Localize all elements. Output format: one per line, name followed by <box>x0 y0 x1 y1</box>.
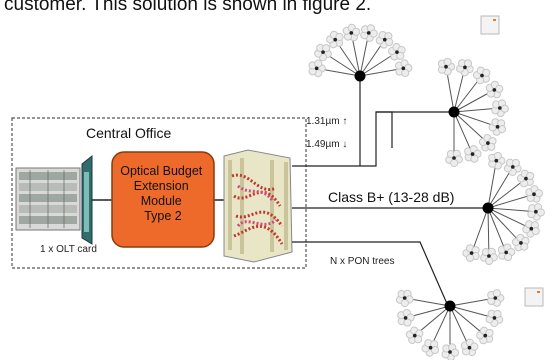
splitter-hub <box>482 202 494 214</box>
olt-label: 1 x OLT card <box>40 244 97 255</box>
customer-node-icon <box>497 243 516 262</box>
customer-node-icon <box>464 145 482 163</box>
optical-fiber-panel-icon <box>223 149 293 263</box>
customer-node-icon <box>525 185 543 203</box>
tree-branch <box>487 160 497 209</box>
module-box <box>111 151 215 248</box>
customer-node-icon <box>488 118 507 136</box>
customer-node-icon <box>488 151 506 170</box>
home-icon <box>480 15 500 35</box>
customer-node-icon <box>511 233 530 252</box>
pon-trees-label: N x PON trees <box>330 256 394 267</box>
tree-branch <box>449 305 495 319</box>
customer-node-icon <box>460 338 479 357</box>
olt-card-icon <box>81 154 93 245</box>
caption-text: customer. This solution is shown in figu… <box>4 0 372 15</box>
customer-node-icon <box>314 43 332 62</box>
customer-node-icon <box>503 158 522 177</box>
customer-node-icon <box>522 220 540 238</box>
customer-node-icon <box>456 59 474 77</box>
customer-node-icon <box>437 57 456 76</box>
svg-text:Optical Budget Extension: Optical Budget Extension Module Type 2 <box>120 164 205 223</box>
customer-node-icon <box>360 24 378 42</box>
customer-node-icon <box>485 309 504 328</box>
class-label: Class B+ (13-28 dB) <box>328 189 454 205</box>
splitter-hub <box>448 106 460 118</box>
tree-branch <box>487 166 514 209</box>
tree-branch <box>453 111 489 144</box>
customer-node-icon <box>308 59 326 78</box>
pon-trees <box>308 23 545 360</box>
customer-node-icon <box>491 99 509 118</box>
customer-node-icon <box>485 80 504 99</box>
splitter-hub <box>354 70 366 82</box>
module-line-4: Type 2 <box>144 209 182 223</box>
olt-rack-icon <box>15 167 81 231</box>
customer-node-icon <box>387 43 406 61</box>
tree-branch <box>487 207 536 213</box>
tree-branch <box>487 207 507 253</box>
customer-node-icon <box>487 289 505 307</box>
customer-node-icon <box>394 59 413 78</box>
tree-branch <box>487 207 532 230</box>
central-office-boundary <box>11 117 307 269</box>
module-line-1: Optical Budget <box>120 164 203 178</box>
customer-node-icon <box>397 308 415 327</box>
customer-node-icon <box>472 66 491 85</box>
home-icon <box>524 287 544 307</box>
customer-node-icon <box>421 339 440 357</box>
tree-branch <box>487 178 527 209</box>
customer-node-icon <box>527 203 545 221</box>
fiber-to-tree-4 <box>292 241 449 307</box>
customer-node-icon <box>516 169 535 188</box>
wavelength-up-label: 1.31µm ↑ <box>306 116 347 127</box>
tree-branch <box>449 305 486 336</box>
tree-branch <box>487 207 522 244</box>
customer-node-icon <box>375 31 394 49</box>
customer-node-icon <box>480 247 498 266</box>
customer-node-icon <box>478 134 497 152</box>
splitter-hub <box>444 300 456 312</box>
customer-node-icon <box>462 244 480 262</box>
customer-node-icon <box>441 343 460 360</box>
tree-branch <box>487 193 535 209</box>
customer-node-icon <box>405 326 424 344</box>
module-line-3: Module <box>141 194 182 208</box>
customer-node-icon <box>395 289 414 308</box>
wavelength-down-label: 1.49µm ↓ <box>306 139 347 150</box>
customer-node-icon <box>445 149 463 168</box>
central-office-title: Central Office <box>86 125 172 141</box>
customer-node-icon <box>326 30 344 49</box>
tree-branch <box>487 207 490 257</box>
module-line-2: Extension <box>134 179 189 193</box>
customer-node-icon <box>476 326 494 345</box>
tree-branch <box>471 207 489 254</box>
tree-branch <box>453 111 473 155</box>
customer-node-icon <box>342 23 361 42</box>
tree-branch <box>449 305 470 348</box>
